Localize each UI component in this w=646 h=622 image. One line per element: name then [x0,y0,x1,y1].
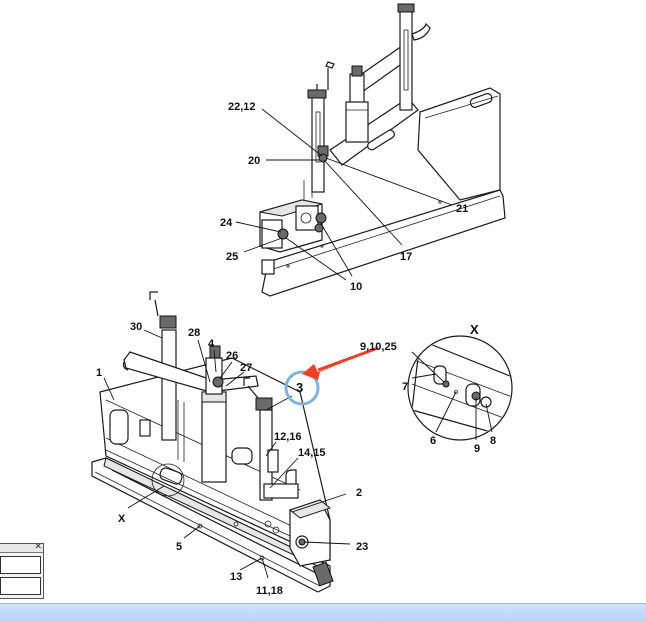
callout-x-detail: X [470,322,479,337]
callout-10: 10 [350,281,362,293]
callout-9: 9 [474,443,480,455]
callout-28: 28 [188,327,200,339]
callout-7: 7 [402,381,408,393]
lower-leaders [103,329,493,579]
mini-window-field[interactable] [0,577,41,595]
callout-11-18: 11,18 [256,585,283,597]
callout-30: 30 [130,321,142,333]
callout-13: 13 [230,571,242,583]
callout-14-15: 14,15 [298,447,326,459]
upper-leaders [235,108,453,281]
callout-24: 24 [220,217,233,229]
callout-17: 17 [400,251,412,263]
callout-12-16: 12,16 [274,431,302,443]
callout-5: 5 [176,541,182,553]
callout-2: 2 [356,487,362,499]
callout-23: 23 [356,541,368,553]
lower-assembly [91,291,334,593]
highlight-circle [284,370,320,406]
bottom-bar [0,603,646,622]
callout-9-10-25: 9,10,25 [360,341,397,353]
assembly-diagram: 22,12 20 21 17 24 25 10 30 28 4 26 27 1 … [91,0,513,597]
red-arrow [302,348,378,380]
callout-20: 20 [248,155,260,167]
mini-window: ✕ [0,541,44,599]
callout-27: 27 [240,362,252,374]
mini-window-titlebar: ✕ [0,541,43,553]
callout-x-marker: X [118,513,126,525]
callout-6: 6 [430,435,436,447]
close-icon[interactable]: ✕ [34,541,42,551]
callout-1: 1 [96,367,102,379]
callout-3: 3 [296,380,303,395]
upper-assembly [259,0,506,297]
red-arrow-shaft [317,346,379,372]
detail-view-x [407,335,513,441]
callout-25: 25 [226,251,238,263]
callout-labels: 22,12 20 21 17 24 25 10 30 28 4 26 27 1 … [96,101,496,597]
callout-22-12: 22,12 [228,101,256,113]
mini-window-field[interactable] [0,556,41,574]
callout-8: 8 [490,435,496,447]
callout-26: 26 [226,350,238,362]
callout-21: 21 [456,203,468,215]
callout-4: 4 [208,338,215,350]
